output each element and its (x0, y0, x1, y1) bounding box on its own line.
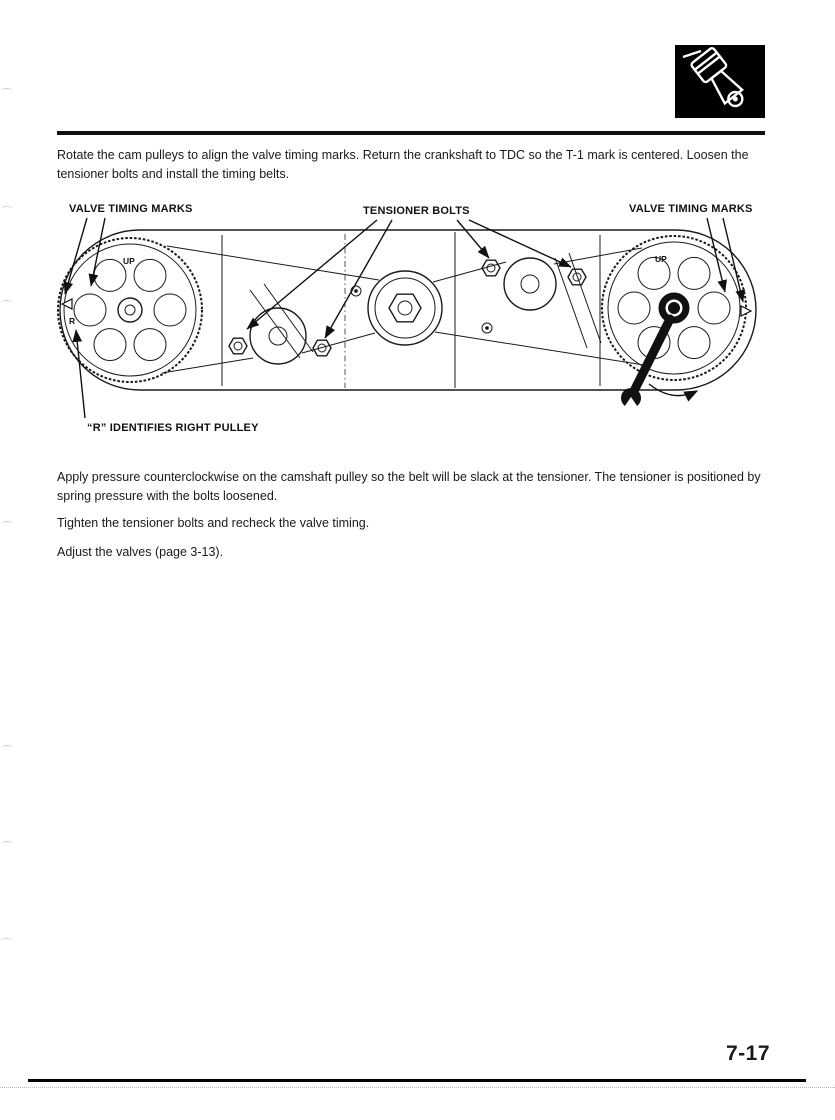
header-rule (57, 131, 765, 135)
pointer-arrows (63, 217, 746, 419)
scan-artifact (1, 745, 13, 751)
paragraph-tighten-bolts: Tighten the tensioner bolts and recheck … (57, 516, 370, 530)
scan-artifact (1, 206, 13, 212)
tensioner-bolt (228, 337, 248, 355)
right-timing-mark (740, 305, 753, 317)
timing-belts (161, 245, 651, 374)
timing-belt-diagram: VALVE TIMING MARKS TENSIONER BOLTS VALVE… (57, 203, 757, 434)
engine-cover-outline (59, 229, 757, 391)
rotation-arrow (648, 383, 699, 402)
tensioner-bolt (481, 259, 501, 277)
right-tensioner (481, 252, 602, 349)
crankshaft-pulley (367, 270, 443, 346)
label-valve-timing-marks-left: VALVE TIMING MARKS (69, 203, 193, 215)
up-mark-left: UP (123, 256, 135, 266)
tensioner-bolt (312, 339, 332, 357)
scan-artifact (1, 938, 13, 944)
page-number: 7-17 (725, 1042, 770, 1065)
left-cam-pulley: UP (57, 237, 203, 383)
intro-paragraph: Rotate the cam pulleys to align the valv… (57, 148, 749, 181)
wrench-icon (620, 292, 699, 413)
tensioner-bolt (567, 268, 587, 286)
label-valve-timing-marks-right: VALVE TIMING MARKS (629, 203, 753, 215)
scan-artifact (1, 88, 13, 94)
footer-rule (28, 1079, 806, 1082)
timing-belt-figure: VALVE TIMING MARKS TENSIONER BOLTS VALVE… (57, 198, 767, 443)
label-tensioner-bolts: TENSIONER BOLTS (363, 205, 470, 217)
scan-artifact (1, 841, 13, 847)
scan-artifact (1, 521, 13, 527)
r-mark: R (69, 316, 75, 326)
piston-icon (682, 47, 745, 108)
paragraph-adjust-valves: Adjust the valves (page 3-13). (57, 545, 224, 559)
scan-artifact (0, 1087, 835, 1088)
scan-artifact (1, 300, 13, 306)
paragraph-apply-pressure: Apply pressure counterclockwise on the c… (57, 470, 761, 503)
left-tensioner (228, 283, 332, 365)
label-r-identifies-right-pulley: “R” IDENTIFIES RIGHT PULLEY (87, 422, 259, 434)
section-icon-box (675, 45, 765, 118)
left-timing-mark: R (60, 298, 75, 326)
up-mark-right: UP (655, 254, 667, 264)
